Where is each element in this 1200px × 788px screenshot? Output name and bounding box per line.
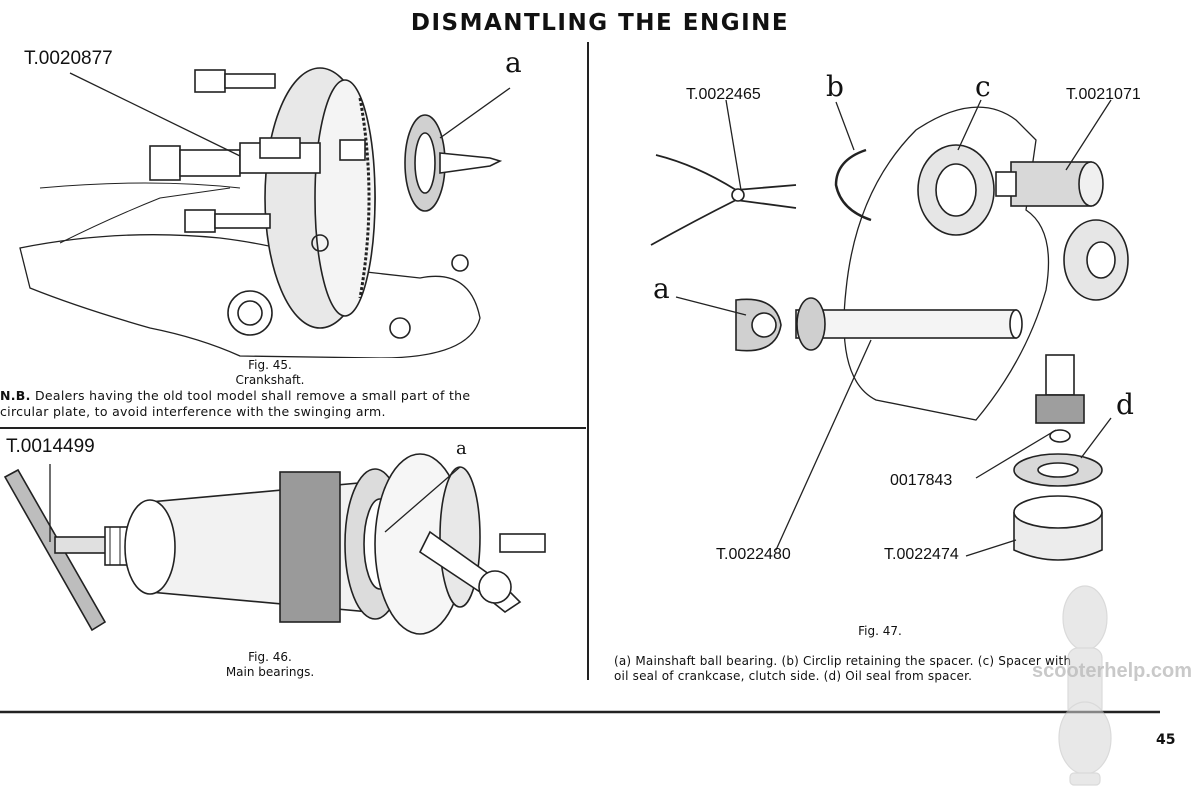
fig45-drawing [19, 67, 511, 358]
fig47-callout-a: a [653, 272, 670, 305]
fig45-note-line2: circular plate, to avoid interference wi… [0, 404, 386, 419]
watermark-scooter-logo [1058, 585, 1112, 786]
fig47-ring-tool: T.0022474 [884, 546, 959, 563]
page-title: DISMANTLING THE ENGINE [410, 10, 790, 36]
fig47-pliers-tool: T.0022465 [686, 86, 761, 103]
fig45-tool-number: T.0020877 [24, 48, 113, 69]
fig47-callout-b: b [826, 70, 844, 103]
fig46-callout-a: a [456, 438, 467, 459]
fig46-caption-number: Fig. 46. [248, 650, 292, 664]
watermark-text: scooterhelp.com [1032, 660, 1193, 682]
note-lead: N.B. [0, 388, 31, 403]
fig47-callout-c: c [975, 70, 991, 103]
fig47-legend-line1: (a) Mainshaft ball bearing. (b) Circlip … [614, 654, 1072, 668]
fig45-caption-number: Fig. 45. [248, 358, 292, 372]
fig47-caption-number: Fig. 47. [858, 624, 902, 638]
note-text-1: Dealers having the old tool model shall … [34, 388, 471, 403]
page-number: 45 [1156, 732, 1176, 748]
fig47-drift-tool: T.0021071 [1066, 86, 1141, 103]
fig47-seal-part: 0017843 [890, 472, 953, 489]
fig47-drawing [650, 99, 1129, 561]
fig45-caption-label: Crankshaft. [235, 373, 305, 387]
fig45-note-line1: N.B. Dealers having the old tool model s… [0, 388, 580, 404]
fig47-shaft-tool: T.0022480 [716, 546, 791, 563]
fig45-callout-a: a [505, 46, 522, 79]
fig46-caption-label: Main bearings. [225, 665, 315, 679]
fig47-callout-d: d [1116, 388, 1134, 421]
fig46-drawing [3, 453, 546, 635]
fig47-legend-line2: oil seal of crankcase, clutch side. (d) … [614, 669, 973, 683]
fig46-tool-number: T.0014499 [6, 436, 95, 457]
